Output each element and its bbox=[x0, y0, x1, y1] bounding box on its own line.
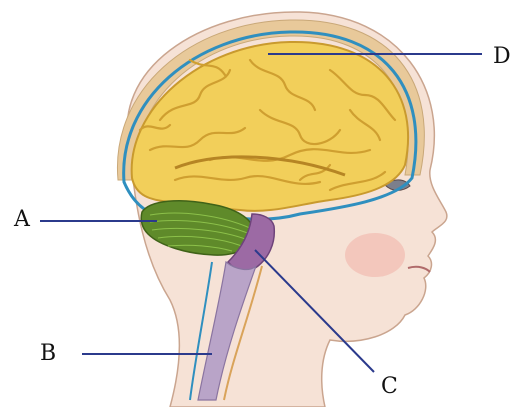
label-d: D bbox=[493, 46, 511, 68]
cheek bbox=[345, 233, 405, 277]
label-b: B bbox=[40, 343, 56, 365]
label-a: A bbox=[14, 209, 30, 231]
label-c: C bbox=[381, 376, 398, 398]
